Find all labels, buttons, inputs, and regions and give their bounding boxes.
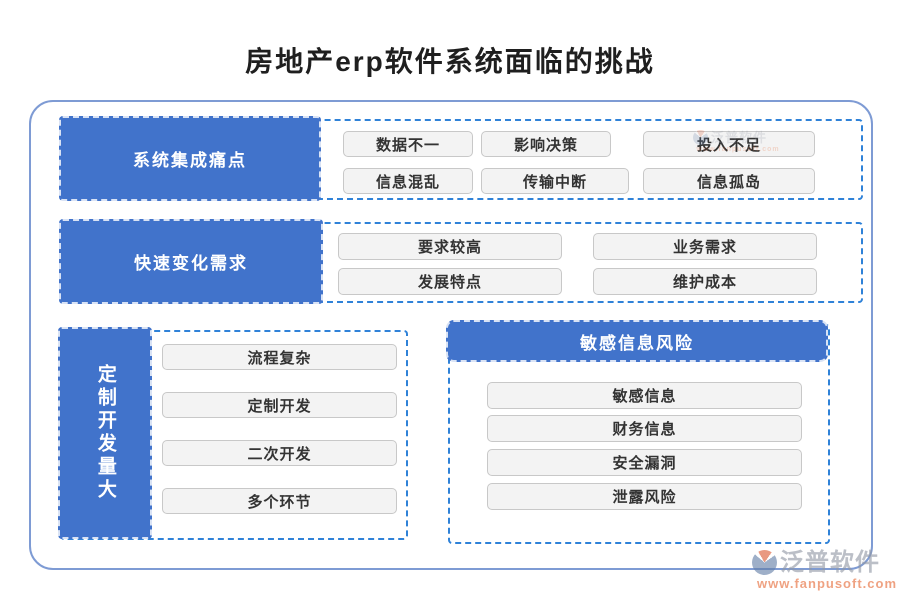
pain-point-chip: 传输中断 — [481, 168, 629, 194]
pain-point-chip: 敏感信息 — [487, 382, 802, 409]
group-system-integration-label: 系统集成痛点 — [59, 116, 321, 201]
pain-point-chip: 财务信息 — [487, 415, 802, 442]
pain-point-chip: 发展特点 — [338, 268, 562, 295]
group-fast-change-label: 快速变化需求 — [59, 219, 323, 304]
pain-point-chip: 安全漏洞 — [487, 449, 802, 476]
pain-point-chip: 信息孤岛 — [643, 168, 815, 194]
pain-point-chip: 影响决策 — [481, 131, 611, 157]
pain-point-chip: 信息混乱 — [343, 168, 473, 194]
pain-point-chip: 业务需求 — [593, 233, 817, 260]
fanpu-logo-icon — [752, 550, 777, 575]
brand-logo: 泛普软件 www.fanpusoft.com — [752, 550, 900, 590]
brand-url: www.fanpusoft.com — [756, 576, 898, 591]
page-title: 房地产erp软件系统面临的挑战 — [245, 46, 655, 77]
pain-point-chip: 泄露风险 — [487, 483, 802, 510]
pain-point-chip: 二次开发 — [162, 440, 397, 466]
brand-name: 泛普软件 — [780, 548, 880, 576]
pain-point-chip: 数据不一 — [343, 131, 473, 157]
group-sensitive-info-label: 敏感信息风险 — [446, 320, 828, 362]
pain-point-chip: 流程复杂 — [162, 344, 397, 370]
pain-point-chip: 多个环节 — [162, 488, 397, 514]
pain-point-chip: 定制开发 — [162, 392, 397, 418]
pain-point-chip: 维护成本 — [593, 268, 817, 295]
pain-point-chip: 投入不足 — [643, 131, 815, 157]
pain-point-chip: 要求较高 — [338, 233, 562, 260]
outer-frame — [29, 100, 873, 570]
group-custom-dev-label: 定制开发量大 — [58, 327, 152, 539]
